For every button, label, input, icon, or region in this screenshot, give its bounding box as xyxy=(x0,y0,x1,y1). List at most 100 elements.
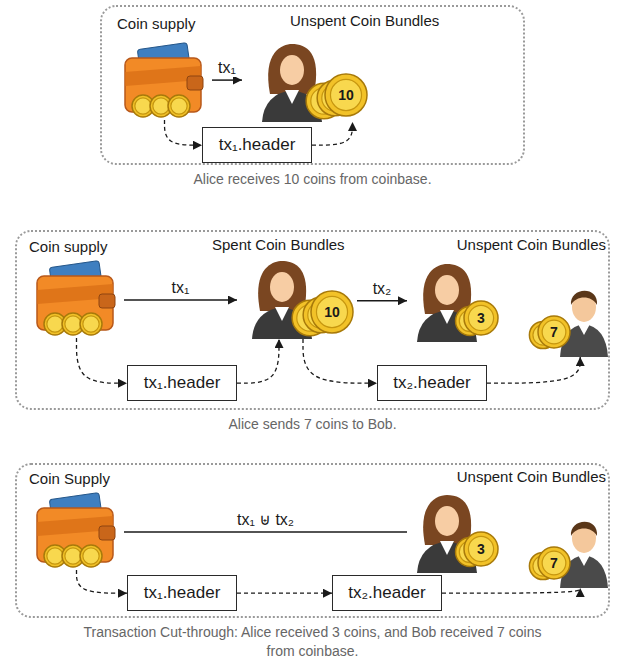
header-link xyxy=(77,570,128,593)
coin-amount: 10 xyxy=(324,304,340,320)
hair xyxy=(571,291,597,305)
group-heading: Unspent Coin Bundles xyxy=(457,236,606,253)
collar xyxy=(440,541,454,555)
edge-label: tx₁ xyxy=(216,59,238,77)
group-heading: Unspent Coin Bundles xyxy=(290,12,439,29)
coin-rim xyxy=(65,316,81,332)
coin xyxy=(80,313,102,335)
header-box: tx₁.header xyxy=(127,575,237,611)
coin-supply-wallet: Coin supply xyxy=(117,15,212,120)
face xyxy=(435,506,459,536)
collar xyxy=(275,307,289,321)
edge-group xyxy=(77,80,581,593)
wallet-clasp xyxy=(99,294,115,308)
scene-panel: Coin Supply37tx₁.headertx₂.headerTransac… xyxy=(15,463,610,618)
coin-rim xyxy=(47,548,63,564)
panel-caption: Alice sends 7 coins to Bob. xyxy=(15,415,610,434)
header-box: tx₂.header xyxy=(377,365,487,401)
collar xyxy=(285,90,299,104)
collar xyxy=(440,310,454,324)
supply-heading: Coin supply xyxy=(117,15,212,32)
coin xyxy=(464,532,498,566)
coin-holder: 3 xyxy=(407,262,507,342)
header-label: tx₂.header xyxy=(393,373,470,393)
coin-holder: 7 xyxy=(537,503,609,588)
woman-icon xyxy=(237,254,357,339)
transaction-arrow xyxy=(212,79,242,81)
coin xyxy=(311,291,353,333)
wallet-clasp xyxy=(99,526,115,540)
coin-holder: 3 xyxy=(407,493,507,573)
coin-rim xyxy=(330,79,361,110)
hair xyxy=(571,522,597,536)
scene-panel: Coin supply10tx₁.headerAlice receives 10… xyxy=(100,5,525,165)
panel-caption: Alice receives 10 coins from coinbase. xyxy=(100,170,525,189)
coin xyxy=(325,74,367,116)
coin-rim xyxy=(468,536,493,561)
hair xyxy=(423,264,471,314)
edge-label: tx₁ xyxy=(170,279,192,297)
coin-amount: 10 xyxy=(338,87,354,103)
header-label: tx₁.header xyxy=(219,135,296,155)
panel-caption: Transaction Cut-through: Alice received … xyxy=(78,623,548,661)
face xyxy=(435,275,459,305)
hair xyxy=(423,495,471,545)
edge-label: tx₂ xyxy=(371,280,394,298)
coin-rim xyxy=(468,305,493,330)
woman-icon xyxy=(407,262,507,342)
header-link xyxy=(312,122,353,145)
coin-rim xyxy=(83,548,99,564)
woman-icon xyxy=(407,493,507,573)
header-label: tx₂.header xyxy=(348,583,425,603)
coin-amount: 3 xyxy=(477,541,485,557)
coin-rim xyxy=(47,316,63,332)
coin-supply-wallet: Coin supply xyxy=(29,238,124,338)
supply-heading: Coin supply xyxy=(29,238,124,255)
transaction-arrow xyxy=(124,531,407,533)
header-link xyxy=(487,357,580,383)
coin-amount: 3 xyxy=(477,310,485,326)
coin xyxy=(80,545,102,567)
header-link xyxy=(303,339,377,383)
header-link xyxy=(237,339,279,383)
coin-rim xyxy=(65,548,81,564)
coin-holder: 10 xyxy=(242,37,372,122)
coin-rim xyxy=(542,320,566,344)
header-link xyxy=(237,593,332,594)
woman-icon xyxy=(242,37,372,122)
face xyxy=(270,272,294,302)
coin-amount: 7 xyxy=(550,324,558,340)
header-box: tx₁.header xyxy=(202,127,312,163)
header-label: tx₁.header xyxy=(144,583,221,603)
coin-rim xyxy=(153,98,169,114)
hair xyxy=(268,44,316,94)
collar xyxy=(578,555,590,566)
man-icon xyxy=(537,272,609,357)
group-heading: Spent Coin Bundles xyxy=(212,236,345,253)
coin-rim xyxy=(171,98,187,114)
header-link xyxy=(77,338,128,383)
collar xyxy=(578,324,590,335)
coin-rim xyxy=(316,296,347,327)
header-box: tx₂.header xyxy=(332,575,442,611)
coin xyxy=(538,547,570,579)
header-link xyxy=(442,588,580,593)
coin xyxy=(168,95,190,117)
coin-holder: 10 xyxy=(237,254,357,339)
header-box: tx₁.header xyxy=(127,365,237,401)
header-link xyxy=(165,120,203,145)
group-heading: Unspent Coin Bundles xyxy=(457,468,606,485)
coin xyxy=(464,301,498,335)
coin-rim xyxy=(83,316,99,332)
scene-panel: Coin supply1037tx₁.headertx₂.headerAlice… xyxy=(15,230,610,410)
supply-heading: Coin Supply xyxy=(29,470,124,487)
coin-rim xyxy=(135,98,151,114)
wallet-clasp xyxy=(187,76,203,90)
header-label: tx₁.header xyxy=(144,373,221,393)
transaction-arrow xyxy=(124,299,237,301)
coin-supply-wallet: Coin Supply xyxy=(29,470,124,570)
edge-label: tx₁ ⊎ tx₂ xyxy=(235,510,296,529)
coin-holder: 7 xyxy=(537,272,609,357)
